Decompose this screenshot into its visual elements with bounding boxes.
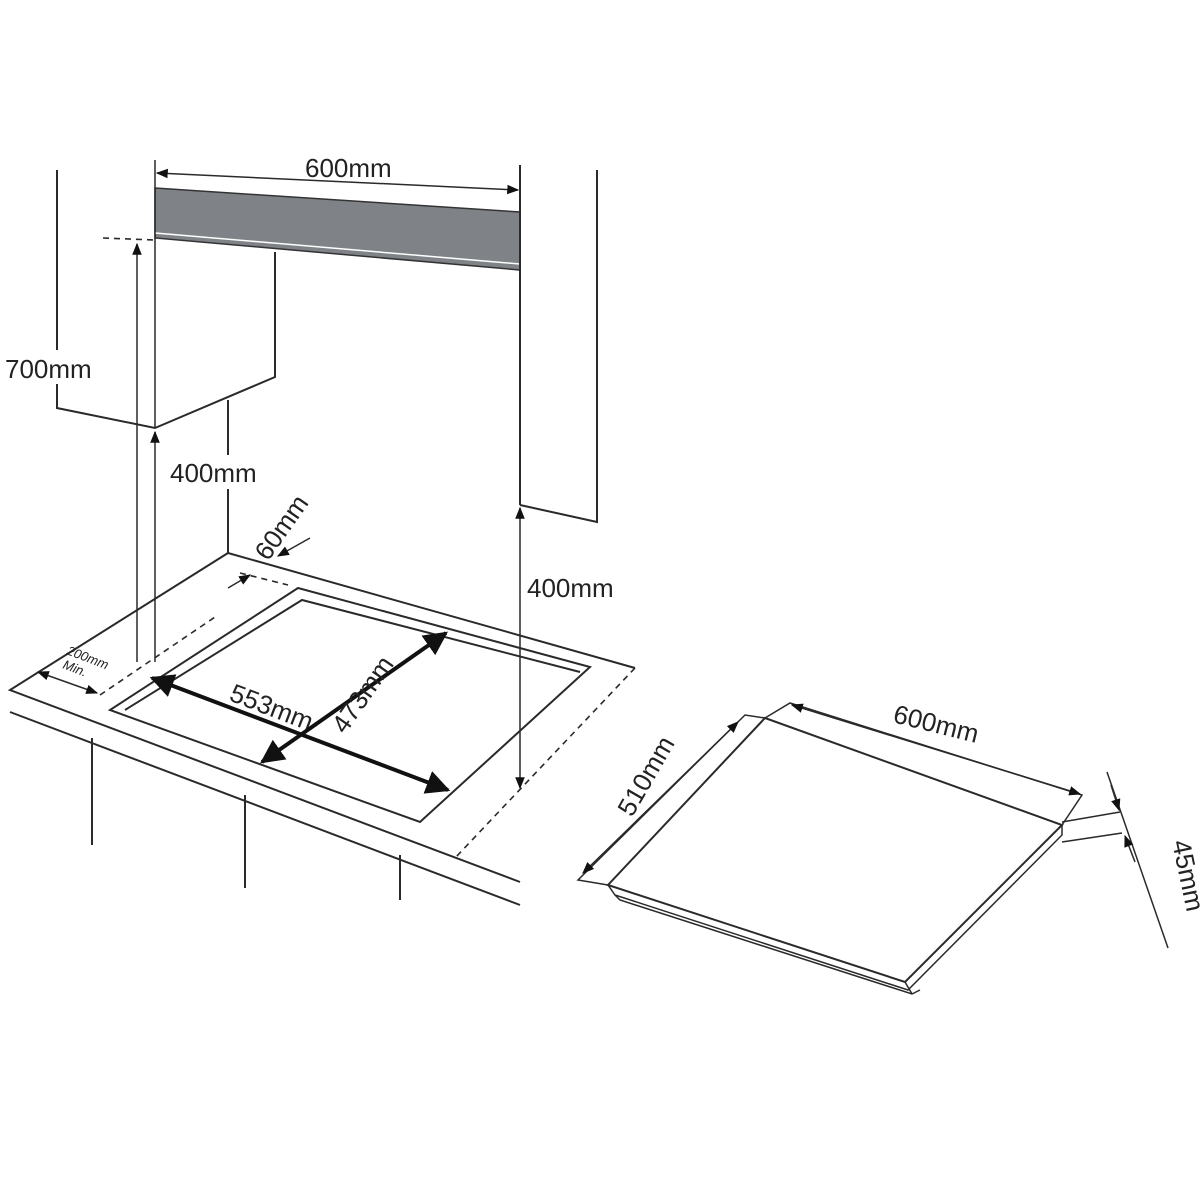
side-wall-clearance-label: 400mm (527, 573, 614, 603)
hood-width-label: 600mm (305, 153, 392, 183)
cutout-width-label: 553mm (226, 678, 318, 737)
hood-width-dimension: 600mm (154, 153, 520, 428)
hob-width-label: 600mm (891, 699, 982, 749)
side-wall-clearance-dimension: 400mm (515, 506, 635, 790)
hob-depth-label: 510mm (611, 731, 680, 821)
hob-depth-dimension: 510mm (576, 714, 766, 886)
hob (606, 716, 1123, 995)
side-cabinet-clearance-label: 400mm (170, 458, 257, 488)
range-hood (154, 187, 521, 271)
cutout-depth-label: 473mm (325, 650, 399, 738)
hood-height-label: 700mm (5, 354, 92, 384)
hob-height-label: 45mm (1166, 837, 1200, 914)
hob-width-dimension: 600mm (764, 699, 1084, 826)
hob-height-dimension: 45mm (1106, 771, 1200, 949)
cutout (107, 586, 593, 824)
wall-cabinets (56, 165, 598, 553)
front-clearance-dimension: 200mm Min. (36, 614, 219, 696)
side-cabinet-clearance-dimension: 400mm (150, 430, 278, 662)
hood-height-dimension: 700mm (0, 237, 156, 662)
